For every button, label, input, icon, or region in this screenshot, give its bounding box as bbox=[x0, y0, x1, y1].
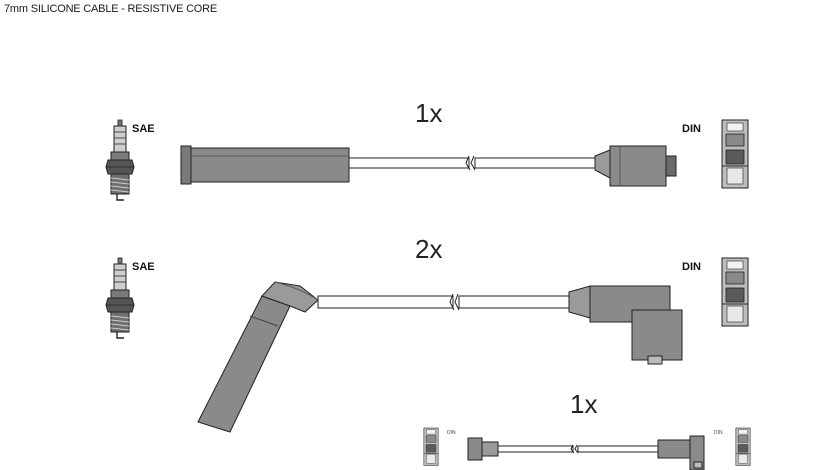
row1-right-label: DIN bbox=[682, 123, 701, 135]
row2-quantity: 2x bbox=[415, 234, 442, 264]
row2-din-terminal-icon bbox=[721, 257, 749, 327]
row3-lead bbox=[467, 435, 705, 470]
row1-din-terminal-icon bbox=[721, 119, 749, 189]
row1-left-label: SAE bbox=[132, 123, 155, 135]
row1-quantity: 1x bbox=[415, 98, 442, 128]
row3-right-din-terminal-icon bbox=[735, 427, 751, 466]
header-title: 7mm SILICONE CABLE - RESISTIVE CORE bbox=[4, 3, 218, 15]
row3-quantity: 1x bbox=[570, 389, 597, 419]
row2-right-label: DIN bbox=[682, 261, 701, 273]
row2-lead bbox=[197, 281, 683, 433]
row2-left-label: SAE bbox=[132, 261, 155, 273]
row2-spark-plug-icon bbox=[105, 257, 135, 339]
row3-left-din-terminal-icon bbox=[423, 427, 439, 466]
row1-lead bbox=[180, 145, 677, 187]
row3-right-label: DIN bbox=[714, 430, 723, 436]
row1-spark-plug-icon bbox=[105, 119, 135, 201]
row3-left-label: DIN bbox=[447, 430, 456, 436]
